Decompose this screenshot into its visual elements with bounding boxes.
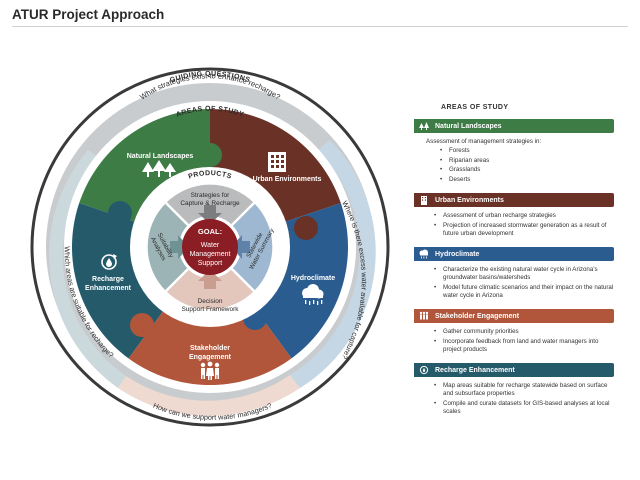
product-bottom-line-1: Decision: [198, 298, 223, 305]
card-recharge-enhancement: Recharge Enhancement Map areas suitable …: [414, 363, 614, 425]
list-item: Characterize the existing natural water …: [434, 266, 614, 282]
question-band-right: [290, 140, 376, 388]
area-stakeholder-label-2: Engagement: [189, 354, 232, 361]
list-item: Forests: [440, 147, 614, 155]
card-header-natural[interactable]: Natural Landscapes: [414, 119, 614, 133]
product-divider: [231, 202, 255, 226]
product-suitability[interactable]: [147, 203, 188, 291]
list-item: Model future climatic scenarios and thei…: [434, 284, 614, 300]
card-body: Gather community priorities Incorporate …: [414, 323, 614, 363]
areas-of-study-panel: AREAS OF STUDY Natural Landscapes Assess…: [414, 104, 614, 425]
area-urban-label: Urban Environments: [253, 176, 322, 183]
card-header-recharge[interactable]: Recharge Enhancement: [414, 363, 614, 377]
water-cycle-icon: [419, 365, 429, 375]
product-decision-support[interactable]: [166, 269, 254, 310]
goal-line-2: Management: [190, 251, 231, 258]
product-divider: [165, 268, 189, 292]
trees-icon: [142, 160, 176, 177]
area-recharge-label-2: Enhancement: [85, 285, 132, 292]
people-icon: [200, 361, 220, 380]
card-hydroclimate: Hydroclimate Characterize the existing n…: [414, 247, 614, 309]
product-divider: [231, 268, 255, 292]
card-header-stakeholder[interactable]: Stakeholder Engagement: [414, 309, 614, 323]
card-title: Natural Landscapes: [435, 122, 502, 130]
puzzle-tab-recharge: [108, 201, 132, 225]
card-body: Characterize the existing natural water …: [414, 261, 614, 309]
area-natural-label: Natural Landscapes: [127, 153, 194, 160]
arrow-left-icon: [231, 235, 250, 259]
card-stakeholder-engagement: Stakeholder Engagement Gather community …: [414, 309, 614, 363]
list-item: Gather community priorities: [434, 328, 614, 336]
building-icon: [268, 152, 286, 172]
product-strategies[interactable]: [166, 184, 254, 225]
area-stakeholder-label-1: Stakeholder: [190, 345, 230, 352]
list-item: Deserts: [440, 176, 614, 184]
card-title: Recharge Enhancement: [435, 366, 515, 374]
water-cycle-icon: [101, 254, 117, 270]
products-label: PRODUCTS: [188, 170, 233, 181]
card-intro: Assessment of management strategies in:: [426, 138, 542, 145]
people-icon: [419, 311, 429, 320]
list-item: Grasslands: [440, 166, 614, 174]
goal-line-3: Support: [198, 260, 223, 267]
question-band-bottom: [118, 375, 300, 416]
card-body: Assessment of management strategies in: …: [414, 133, 614, 193]
goal-circle[interactable]: [182, 219, 238, 275]
list-item: Assessment of urban recharge strategies: [434, 212, 614, 220]
card-title: Stakeholder Engagement: [435, 312, 520, 320]
goal-label: GOAL:: [198, 227, 222, 236]
arrow-down-icon: [198, 205, 222, 224]
puzzle-tab-natural: [198, 143, 222, 167]
list-item: Riparian areas: [440, 157, 614, 165]
product-statewide-summary[interactable]: [232, 203, 273, 291]
rain-cloud-icon: [419, 249, 428, 259]
puzzle-tab-stakeholder: [130, 313, 154, 337]
question-band-left: [49, 150, 126, 388]
product-bottom-line-2: Support Framework: [181, 306, 239, 313]
card-body: Assessment of urban recharge strategies …: [414, 207, 614, 247]
arrow-right-icon: [170, 235, 189, 259]
product-top-line-2: Capture & Recharge: [180, 200, 240, 207]
page-title: ATUR Project Approach: [12, 7, 165, 22]
area-recharge-label-1: Recharge: [92, 276, 124, 283]
list-item: Projection of increased stormwater gener…: [434, 222, 614, 238]
goal-line-1: Water: [201, 242, 220, 249]
product-top-line-1: Strategies for: [191, 192, 230, 199]
arrow-up-icon: [198, 270, 222, 289]
card-urban-environments: Urban Environments Assessment of urban r…: [414, 193, 614, 247]
area-hydro-label: Hydroclimate: [291, 275, 335, 282]
product-divider: [165, 202, 189, 226]
rain-cloud-icon: [302, 284, 324, 305]
card-header-hydro[interactable]: Hydroclimate: [414, 247, 614, 261]
trees-icon: [419, 122, 429, 130]
card-title: Urban Environments: [435, 196, 504, 204]
puzzle-tab-urban: [294, 216, 318, 240]
card-title: Hydroclimate: [435, 250, 480, 258]
card-body: Map areas suitable for recharge statewid…: [414, 377, 614, 425]
building-icon: [421, 196, 427, 205]
list-item: Compile and curate datasets for GIS-base…: [434, 400, 614, 416]
card-header-urban[interactable]: Urban Environments: [414, 193, 614, 207]
panel-heading: AREAS OF STUDY: [441, 104, 509, 111]
list-item: Incorporate feedback from land and water…: [434, 338, 614, 354]
card-natural-landscapes: Natural Landscapes Assessment of managem…: [414, 119, 614, 193]
list-item: Map areas suitable for recharge statewid…: [434, 382, 614, 398]
title-divider: [12, 26, 628, 27]
